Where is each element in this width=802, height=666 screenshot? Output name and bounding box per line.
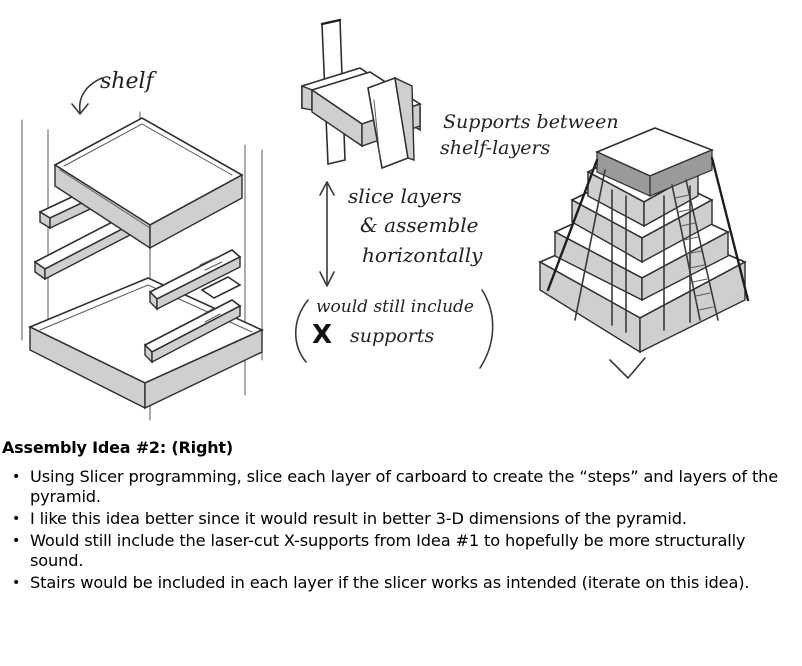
x-mark: X <box>312 320 332 350</box>
slice-label-line3: horizontally <box>362 243 483 267</box>
x-support-drawing: Supports between shelf-layers <box>302 20 619 168</box>
list-item: Using Slicer programming, slice each lay… <box>30 467 802 507</box>
slice-label-line2: & assemble <box>360 213 478 237</box>
supports-label-line1: Supports between <box>443 111 619 133</box>
would-label-line1: would still include <box>316 297 474 317</box>
shelf-label: shelf <box>100 69 158 94</box>
slice-label-line1: slice layers <box>348 184 462 208</box>
would-label-line2: supports <box>350 325 434 347</box>
notes-heading: Assembly Idea #2: (Right) <box>2 438 802 457</box>
slice-note: slice layers & assemble horizontally <box>320 182 483 286</box>
supports-bubble: would still include X supports <box>296 290 493 368</box>
supports-label-line2: shelf-layers <box>440 137 551 159</box>
concept-sketch: shelf Supports between shelf-layers slic… <box>0 0 802 430</box>
list-item: Stairs would be included in each layer i… <box>30 573 802 593</box>
pyramid-drawing <box>540 128 748 378</box>
notes-list: Using Slicer programming, slice each lay… <box>0 467 802 593</box>
exploded-shelf-drawing: shelf <box>22 69 262 420</box>
notes-section: Assembly Idea #2: (Right) Using Slicer p… <box>0 438 802 595</box>
list-item: I like this idea better since it would r… <box>30 509 802 529</box>
list-item: Would still include the laser-cut X-supp… <box>30 531 802 571</box>
